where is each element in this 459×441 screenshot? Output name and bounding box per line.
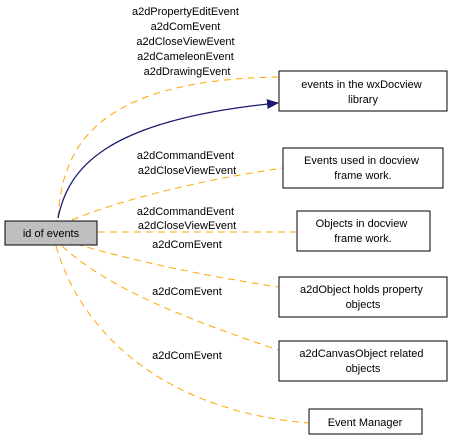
edge-event-manager [55,245,309,424]
node-a2dobject-box [278,276,448,318]
edge-label-group-objects: a2dCommandEvent a2dCloseViewEvent [137,206,237,232]
node-events-library-box [278,70,448,112]
edge-events-library-solid[interactable] [57,99,279,219]
edge-events-library-dashed [57,76,279,219]
edge-label-a2dobject: a2dComEvent [152,239,222,251]
node-event-manager-box [308,408,423,435]
node-id-of-events[interactable]: id of events [4,220,98,246]
node-event-manager-label: Event Manager [328,417,403,429]
node-objects-frame-work-box [296,210,431,252]
node-events-library-label: events in the wxDocview library [301,79,425,106]
node-a2dcanvasobject[interactable]: a2dCanvasObject related objects [278,340,448,382]
node-objects-frame-work-label: Objects in docview frame work. [316,218,411,245]
edge-labels: a2dPropertyEditEvent a2dComEvent a2dClos… [132,6,242,362]
edge-events-frame-work [71,167,284,221]
node-events-frame-work[interactable]: Events used in docview frame work. [282,147,444,189]
node-event-manager[interactable]: Event Manager [308,408,423,435]
edges [55,76,309,424]
edge-label-group-library: a2dPropertyEditEvent a2dComEvent a2dClos… [132,6,242,78]
node-id-of-events-box [4,220,98,246]
node-a2dobject[interactable]: a2dObject holds property objects [278,276,448,318]
node-id-of-events-label: id of events [23,228,80,240]
node-events-frame-work-label: Events used in docview frame work. [304,155,422,182]
edge-label-group-frame-work: a2dCommandEvent a2dCloseViewEvent [137,150,237,177]
node-a2dcanvasobject-label: a2dCanvasObject related objects [299,348,426,375]
node-a2dobject-label: a2dObject holds property objects [300,284,426,311]
edge-label-a2dcanvasobject: a2dComEvent [152,286,222,298]
node-events-frame-work-box [282,147,444,189]
node-events-library[interactable]: events in the wxDocview library [278,70,448,112]
node-objects-frame-work[interactable]: Objects in docview frame work. [296,210,431,252]
edge-label-event-manager: a2dComEvent [152,350,222,362]
node-a2dcanvasobject-box [278,340,448,382]
edge-a2dcanvasobject [61,245,279,351]
